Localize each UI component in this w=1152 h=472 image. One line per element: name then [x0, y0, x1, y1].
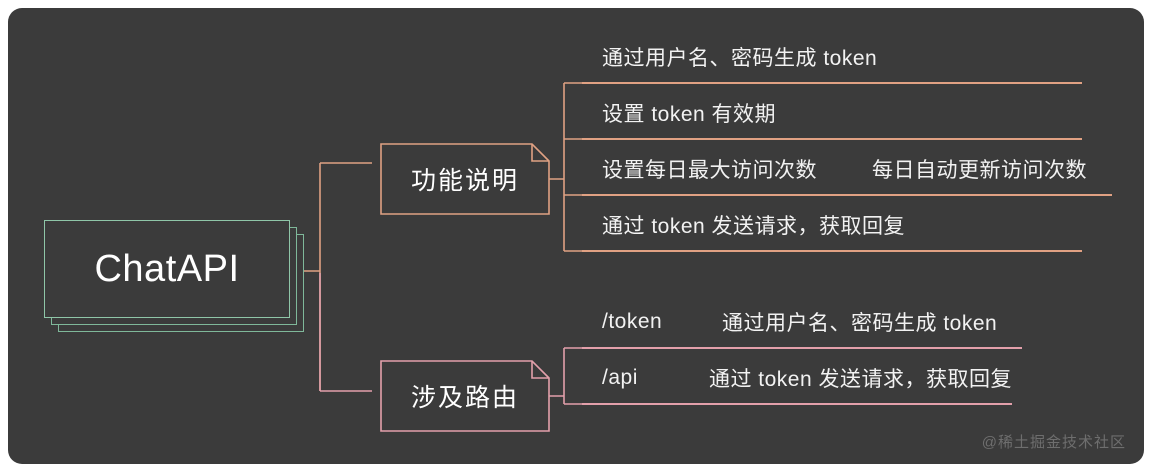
- root-node-label: ChatAPI: [94, 247, 240, 290]
- branch-node-route-label: 涉及路由: [410, 384, 519, 412]
- leaf-route-2-desc: 通过 token 发送请求，获取回复: [708, 368, 1012, 391]
- leaf-underline: [582, 347, 1022, 349]
- leaf-func-3-key: 设置每日最大访问次数: [602, 159, 817, 182]
- branch-node-func[interactable]: 功能说明: [380, 143, 550, 215]
- leaf-underline: [582, 194, 1112, 196]
- leaf-route-2[interactable]: /api 通过 token 发送请求，获取回复: [582, 351, 1012, 405]
- leaf-underline: [582, 403, 1012, 405]
- leaf-func-3-desc: 每日自动更新访问次数: [872, 159, 1087, 182]
- leaf-route-1[interactable]: /token 通过用户名、密码生成 token: [582, 295, 1022, 349]
- mindmap-canvas: ChatAPI 功能说明 涉及路由 通过用户名、密码生成 to: [8, 8, 1144, 464]
- root-node-face[interactable]: ChatAPI: [44, 220, 290, 318]
- leaf-route-1-key: /token: [602, 310, 663, 333]
- leaf-underline: [582, 250, 1082, 252]
- leaf-underline: [582, 138, 1082, 140]
- leaf-func-1[interactable]: 通过用户名、密码生成 token: [582, 30, 1082, 84]
- folded-corner-icon: [380, 143, 550, 215]
- leaf-route-1-desc: 通过用户名、密码生成 token: [722, 312, 998, 335]
- leaf-func-1-text: 通过用户名、密码生成 token: [602, 47, 878, 70]
- folded-corner-icon: [380, 360, 550, 432]
- leaf-func-2-text: 设置 token 有效期: [602, 103, 777, 126]
- leaf-func-3[interactable]: 设置每日最大访问次数 每日自动更新访问次数: [582, 142, 1112, 196]
- leaf-func-4-text: 通过 token 发送请求，获取回复: [602, 215, 906, 238]
- branch-node-route[interactable]: 涉及路由: [380, 360, 550, 432]
- watermark: @稀土掘金技术社区: [981, 434, 1126, 451]
- branch-node-func-label: 功能说明: [410, 167, 519, 195]
- root-node[interactable]: ChatAPI: [44, 220, 312, 338]
- leaf-underline: [582, 82, 1082, 84]
- leaf-func-2[interactable]: 设置 token 有效期: [582, 86, 1082, 140]
- leaf-func-4[interactable]: 通过 token 发送请求，获取回复: [582, 198, 1082, 252]
- leaf-route-2-key: /api: [602, 366, 638, 389]
